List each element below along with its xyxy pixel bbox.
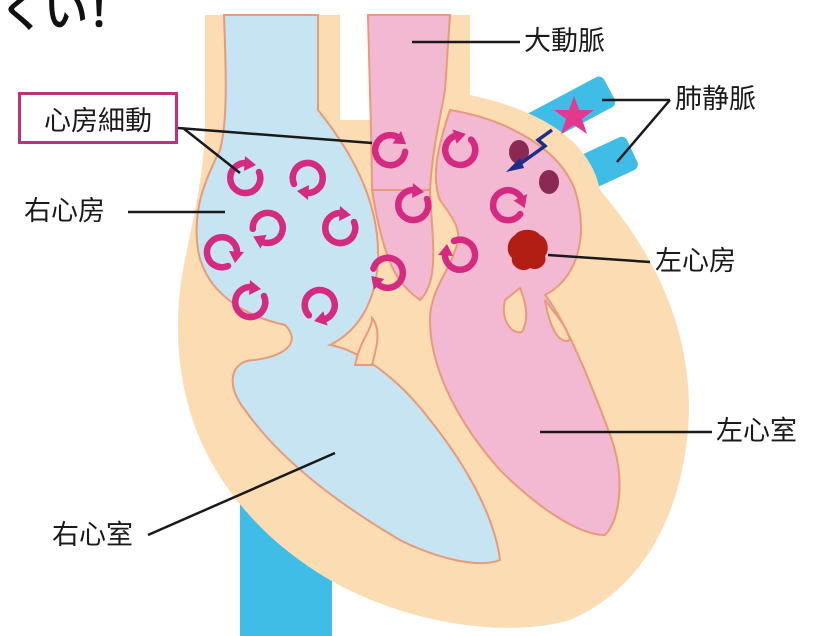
atrial-fibrillation-label-box: 心房細動 bbox=[18, 92, 178, 144]
right-atrium-label: 右心房 bbox=[24, 198, 105, 225]
aorta-label: 大動脈 bbox=[524, 28, 605, 55]
pulmonary-vein-label: 肺静脈 bbox=[675, 86, 756, 113]
right-ventricle-label: 右心室 bbox=[52, 522, 133, 549]
left-ventricle-label: 左心室 bbox=[716, 418, 797, 445]
left-atrium-label: 左心房 bbox=[655, 248, 736, 275]
atrial-fibrillation-label: 心房細動 bbox=[44, 99, 152, 138]
